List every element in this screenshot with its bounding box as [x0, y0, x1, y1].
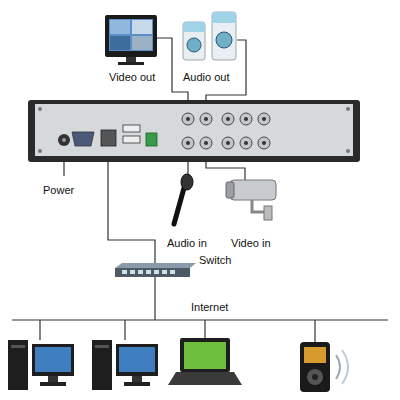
label-holder: Audio in — [166, 233, 208, 251]
label-holder: Video in — [230, 233, 272, 251]
label-holder: Switch — [198, 250, 232, 268]
connection-label: Switch — [198, 254, 232, 266]
connection-label: Internet — [190, 301, 229, 313]
label-holder: Internet — [190, 297, 229, 315]
label-holder: Power — [42, 180, 75, 198]
connection-label: Audio out — [182, 71, 230, 83]
label-holder: Video out — [108, 67, 156, 85]
connection-label: Audio in — [166, 237, 208, 249]
connection-label: Power — [42, 184, 75, 196]
connection-label: Video in — [230, 237, 272, 249]
label-holder: Audio out — [182, 67, 230, 85]
connection-label: Video out — [108, 71, 156, 83]
